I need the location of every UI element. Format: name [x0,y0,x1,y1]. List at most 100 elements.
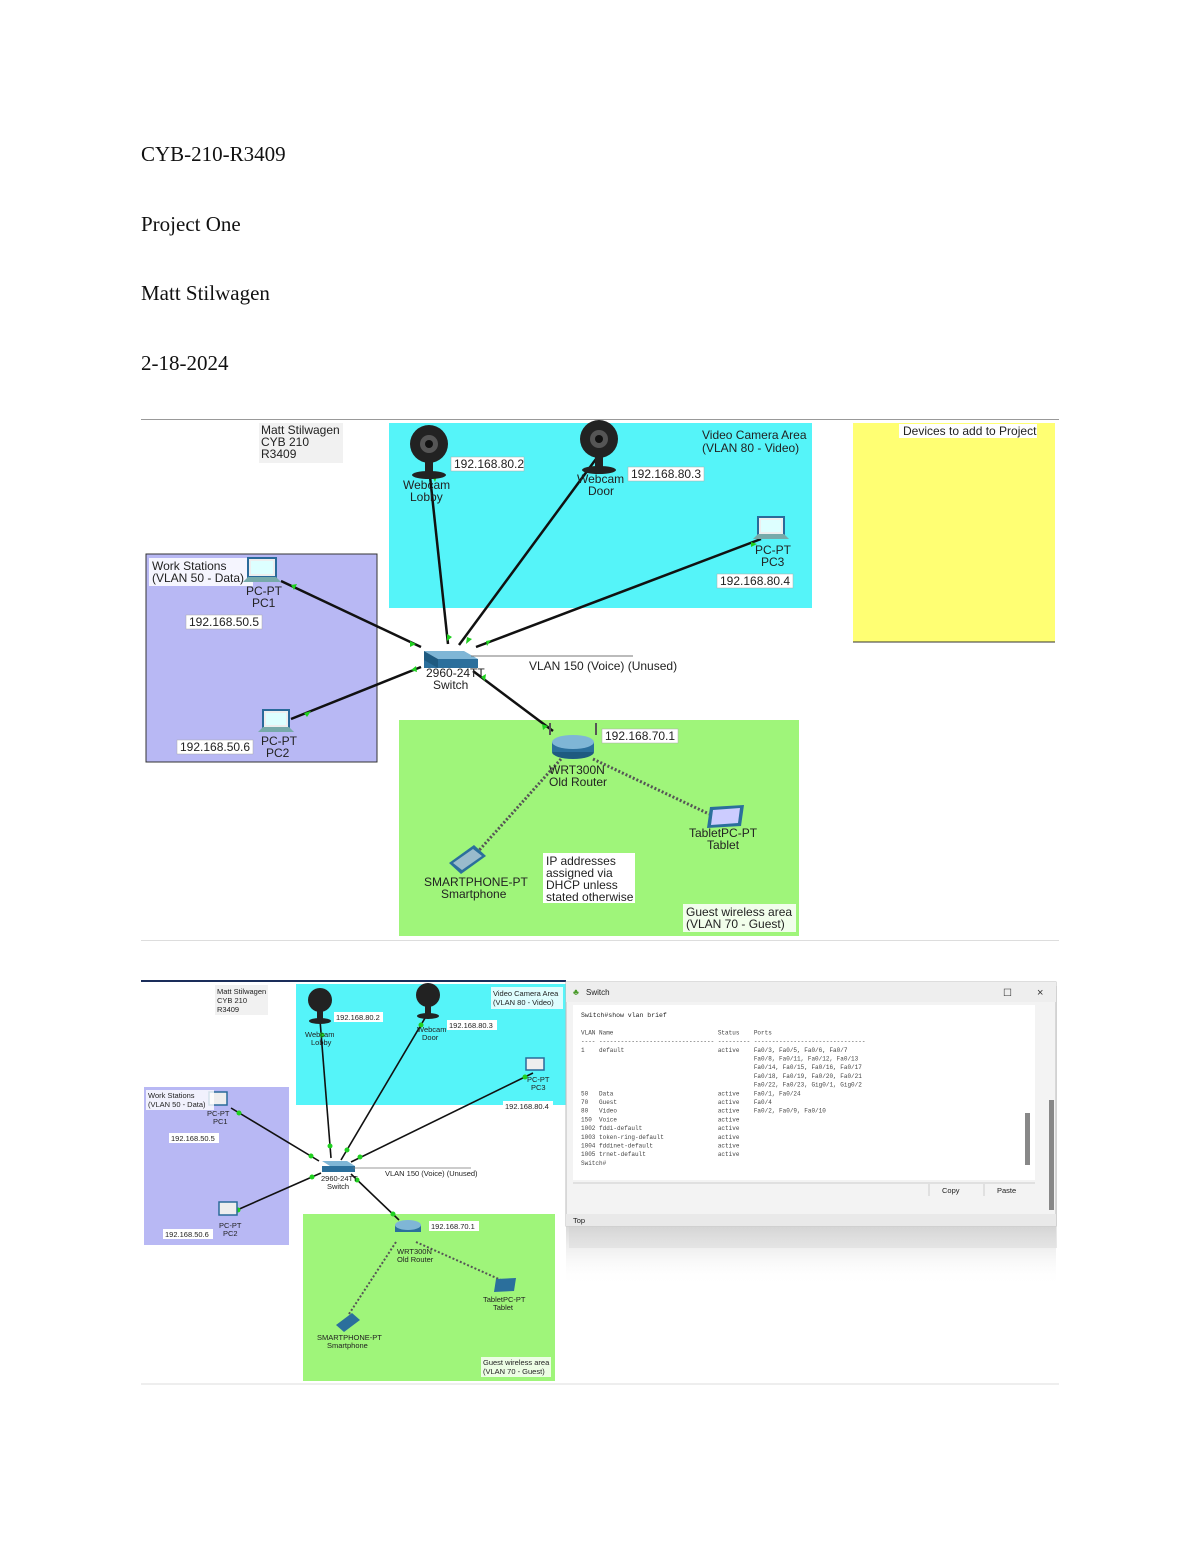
vlan-verification-figure: Matt Stilwagen CYB 210 R3409 Video Camer… [141,980,1059,1385]
router-model-small: WRT300N [397,1247,432,1256]
guest-area-label: Guest wireless area [686,905,792,919]
cli-window-titlebar [566,982,1056,1002]
project-title: Project One [141,212,241,236]
close-icon[interactable]: × [1037,987,1043,999]
webcam-door-type-small: Webcam [417,1025,446,1034]
pc2-icon[interactable] [258,709,294,732]
wireless-links-small [348,1241,502,1315]
network-topology-figure: Video Camera Area (VLAN 80 - Video) Work… [141,419,1059,941]
tablet-name-small: Tablet [493,1303,514,1312]
video-area-label-small: Video Camera Area [493,989,559,998]
note-author-small: Matt Stilwagen [217,987,266,996]
webcam-door-type: Webcam [577,472,624,486]
pc3-icon[interactable] [753,516,789,539]
note-author: Matt Stilwagen [261,423,340,437]
cli-line: 70 Guest active Fa0/4 [581,1099,772,1106]
router-icon[interactable] [549,723,597,759]
tablet-name: Tablet [707,838,740,852]
switch-name: Switch [433,678,468,692]
pc2-type-small: PC-PT [219,1221,242,1230]
cli-line: 1002 fddi-default active [581,1125,740,1132]
guest-wireless-area-small [303,1214,555,1381]
tablet-icon-small [494,1278,516,1292]
webcam-door-name-small: Door [422,1033,439,1042]
pc1-type: PC-PT [246,584,283,598]
router-name: Old Router [549,775,607,789]
pc2-name-small: PC2 [223,1229,238,1238]
pc1-type-small: PC-PT [207,1109,230,1118]
verification-screenshot: Matt Stilwagen CYB 210 R3409 Video Camer… [141,980,1059,1385]
work-area-vlan: (VLAN 50 - Data) [152,571,244,585]
cli-line: VLAN Name Status Ports [581,1029,772,1036]
ip-router-small: 192.168.70.1 [431,1222,475,1231]
webcam-lobby-type-small: Webcam [305,1030,334,1039]
ethernet-links [280,458,762,732]
pc3-type: PC-PT [755,543,792,557]
link-indicators-small [235,1022,528,1217]
smartphone-type-small: SMARTPHONE-PT [317,1333,382,1342]
window-scroll-thumb[interactable] [1049,1100,1054,1210]
dhcp-note-line1: IP addresses [546,854,616,868]
ip-router: 192.168.70.1 [605,729,675,743]
router-icon-small [395,1220,421,1232]
router-name-small: Old Router [397,1255,434,1264]
pc2-type: PC-PT [261,734,298,748]
guest-area-vlan: (VLAN 70 - Guest) [686,917,785,931]
maximize-icon[interactable]: ☐ [1003,988,1012,999]
tablet-icon[interactable] [707,805,744,828]
pc3-icon-small [525,1057,545,1071]
top-checkbox-label[interactable]: Top [573,1216,585,1225]
cli-scroll-thumb[interactable] [1025,1113,1030,1165]
work-area-vlan-small: (VLAN 50 - Data) [148,1100,206,1109]
devices-note-panel [853,423,1055,642]
cli-line: Switch# [581,1160,607,1167]
document-date: 2-18-2024 [141,351,229,375]
pc2-name: PC2 [266,746,290,760]
wireless-links [472,757,710,858]
pc1-name-small: PC1 [213,1117,228,1126]
cli-line: Switch#show vlan brief [581,1012,667,1019]
paste-button[interactable]: Paste [997,1186,1016,1195]
switch-icon[interactable] [424,651,478,668]
copy-button[interactable]: Copy [942,1186,960,1195]
ip-webcam-door-small: 192.168.80.3 [449,1021,493,1030]
note-section-small: R3409 [217,1005,239,1014]
smartphone-type: SMARTPHONE-PT [424,875,528,889]
cli-line: 1004 fddinet-default active [581,1143,740,1150]
cli-line: 150 Voice active [581,1116,740,1123]
pc3-name: PC3 [761,555,785,569]
cli-window-title: Switch [586,988,610,997]
smartphone-icon-small [336,1313,360,1332]
smartphone-icon[interactable] [449,845,486,874]
pc1-icon[interactable] [243,557,281,582]
video-area-vlan-small: (VLAN 80 - Video) [493,998,554,1007]
guest-area-label-small: Guest wireless area [483,1358,550,1367]
video-area-label: Video Camera Area [702,428,807,442]
webcam-door-icon[interactable] [580,420,618,474]
cli-line: 50 Data active Fa0/1, Fa0/24 [581,1090,801,1097]
cli-line: 1 default active Fa0/3, Fa0/5, Fa0/6, Fa… [581,1047,848,1054]
topology-diagram: Video Camera Area (VLAN 80 - Video) Work… [141,419,1059,941]
webcam-lobby-icon[interactable] [410,425,448,479]
vlan-voice-label-small: VLAN 150 (Voice) (Unused) [385,1169,478,1178]
pc3-name-small: PC3 [531,1083,546,1092]
smartphone-name: Smartphone [441,887,507,901]
switch-model-small: 2960-24TT [321,1174,358,1183]
work-area-label-small: Work Stations [148,1091,195,1100]
cli-terminal[interactable] [573,1005,1035,1180]
tablet-type: TabletPC-PT [689,826,758,840]
devices-note-label: Devices to add to Project [903,424,1037,438]
ip-webcam-lobby: 192.168.80.2 [454,457,524,471]
switch-icon-small [322,1161,355,1172]
ip-pc3: 192.168.80.4 [720,574,790,588]
cli-line: ---- -------------------------------- --… [581,1038,865,1045]
guest-area-vlan-small: (VLAN 70 - Guest) [483,1367,545,1376]
cli-line: Fa0/8, Fa0/11, Fa0/12, Fa0/13 [581,1056,859,1063]
cli-line: Fa0/18, Fa0/19, Fa0/20, Fa0/21 [581,1073,862,1080]
work-stations-area [145,553,378,763]
ip-pc3-small: 192.168.80.4 [505,1102,549,1111]
cli-line: Fa0/22, Fa0/23, Gig0/1, Gig0/2 [581,1082,862,1089]
pc1-name: PC1 [252,596,276,610]
ethernet-links-small [227,1012,534,1221]
cli-line: 1005 trnet-default active [581,1151,740,1158]
